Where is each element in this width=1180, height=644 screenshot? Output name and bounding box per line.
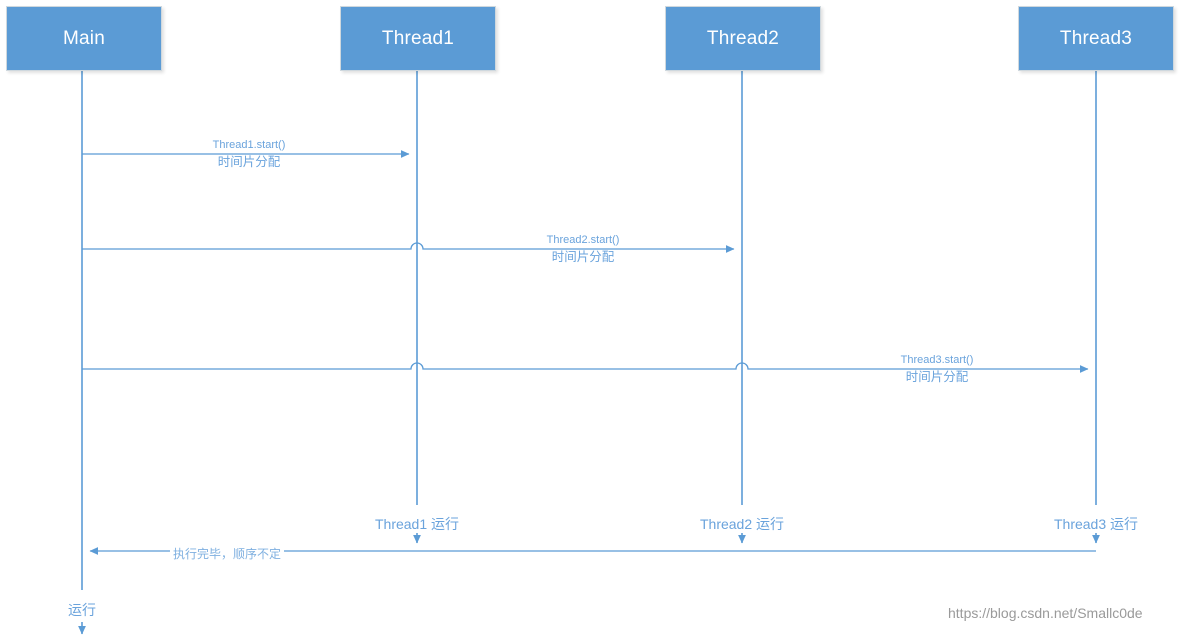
message-label-start-thread2-top: Thread2.start(): [546, 234, 620, 246]
actor-label-thread3: Thread3: [1059, 27, 1133, 49]
actor-label-thread1: Thread1: [381, 27, 455, 49]
message-label-start-thread3-top: Thread3.start(): [900, 354, 974, 366]
actor-box-thread3[interactable]: Thread3: [1018, 6, 1174, 71]
actor-box-main[interactable]: Main: [6, 6, 162, 71]
message-label-threads-finished: 执行完毕，顺序不定: [169, 545, 285, 562]
actor-label-thread2: Thread2: [706, 27, 780, 49]
message-arrow-start-thread2: [82, 242, 735, 253]
run-label-thread2: Thread2 运行: [699, 516, 785, 532]
message-label-start-thread3-bottom: 时间片分配: [905, 370, 969, 384]
run-label-thread1: Thread1 运行: [374, 516, 460, 532]
run-label-thread3: Thread3 运行: [1053, 516, 1139, 532]
message-label-start-thread2-bottom: 时间片分配: [551, 250, 615, 264]
watermark-url: https://blog.csdn.net/Smallc0de: [948, 605, 1143, 621]
actor-box-thread2[interactable]: Thread2: [665, 6, 821, 71]
message-label-start-thread1-bottom: 时间片分配: [217, 155, 281, 169]
actor-label-main: Main: [63, 27, 105, 49]
message-arrow-start-thread3: [82, 362, 1089, 373]
run-label-main: 运行: [68, 602, 96, 618]
message-label-start-thread1-top: Thread1.start(): [212, 139, 286, 151]
actor-box-thread1[interactable]: Thread1: [340, 6, 496, 71]
